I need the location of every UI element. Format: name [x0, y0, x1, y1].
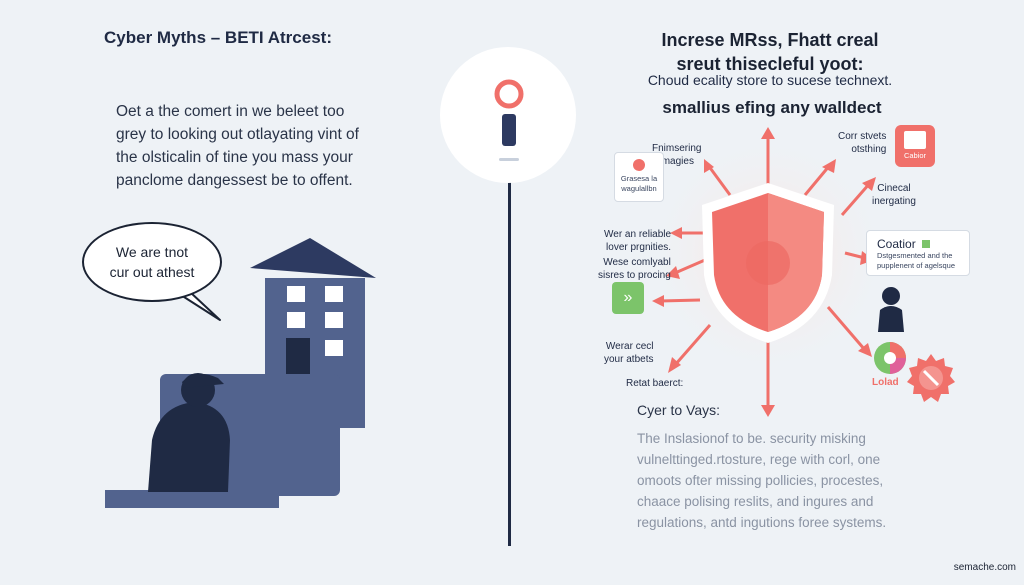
label-line: Cinecal [877, 183, 911, 194]
label-line: lover prgnities. [606, 242, 672, 253]
ways-title: Cyer to Vays: [637, 402, 720, 418]
ways-line: vulnelttinged.rtosture, rege with corl, … [637, 452, 881, 467]
left-paragraph: Oet a the comert in we beleet too grey t… [116, 100, 386, 192]
card-line: Grasesa la [620, 174, 658, 183]
label-line: imagies [659, 156, 694, 167]
label-line: Wese comlyabl [603, 257, 671, 268]
document-card-label: Cabior [903, 151, 927, 160]
left-paragraph-line: grey to looking out otlayating vint of [116, 126, 359, 143]
label-line: sisres to procing [598, 270, 671, 281]
right-title: Increse MRss, Fhatt creal sreut thisecle… [600, 28, 940, 76]
shield-emblem [746, 241, 790, 285]
center-divider-line [508, 180, 511, 546]
label-line: Fnimsering [652, 143, 702, 154]
left-title: Cyber Myths – BETI Atrcest: [104, 28, 332, 47]
ways-paragraph: The Inslasionof to be. security misking … [637, 428, 927, 533]
bubble-line: cur out athest [109, 264, 195, 280]
label-corr: Corr stvets otsthing [838, 130, 886, 156]
document-icon [904, 131, 926, 149]
bubble-line: We are tnot [115, 244, 189, 260]
right-heading: smallius efing any walldect [662, 98, 882, 117]
shield-highlight [768, 193, 824, 332]
magnifier-icon [494, 79, 524, 161]
ways-line: regulations, antd ingutions foree system… [637, 515, 887, 530]
document-card: Cabior [895, 125, 935, 167]
label-line: your atbets [604, 354, 654, 365]
alert-badge-icon [907, 354, 955, 402]
left-paragraph-line: Oet a the comert in we beleet too [116, 103, 345, 120]
shield-diagram [643, 127, 893, 417]
label-wever: Werar cecl your atbets [604, 340, 653, 366]
left-paragraph-line: the olsticalin of tine you mass your [116, 149, 353, 166]
check-badge-icon: » [612, 282, 644, 314]
label-comlyabl: Wese comlyabl sisres to procing [598, 256, 671, 282]
laptop-base [105, 490, 279, 508]
diagram-arrows [652, 127, 876, 417]
person-cap [182, 373, 224, 388]
label-line: otsthing [851, 144, 887, 155]
person-body [148, 402, 230, 492]
right-title-line: Increse MRss, Fhatt creal [661, 30, 879, 50]
coation-card: Coatior Dstgesmented and the pupplenent … [866, 230, 970, 276]
label-lolad: Lolad [872, 377, 899, 388]
roof-shape [250, 238, 376, 278]
footer-site-name[interactable]: semache.com [953, 562, 1016, 573]
label-retat: Retat baerct: [626, 378, 684, 389]
green-square-icon [921, 240, 930, 248]
label-frimsering: Fnimsering imagies [652, 142, 701, 168]
building-windows [287, 286, 343, 356]
hacker-icon [878, 287, 904, 332]
label-line: Werar cecl [605, 341, 654, 352]
label-line: Corr stvets [838, 131, 887, 142]
card-line: pupplenent of agelsque [877, 261, 955, 270]
speech-bubble: We are tnot cur out athest [82, 222, 222, 302]
building-person-illustration [105, 238, 376, 508]
building-door [286, 338, 310, 374]
ways-line: chaace polising reslits, and ingures and [637, 494, 874, 509]
label-line: inergating [872, 196, 916, 207]
color-wheel-icon [874, 342, 906, 374]
left-paragraph-line: panclome dangessest be to offent. [116, 172, 353, 189]
ways-line: The Inslasionof to be. security misking [637, 431, 866, 446]
location-pin-icon [633, 159, 645, 171]
card-line: wagulallbn [621, 184, 657, 193]
label-reliable: Wer an reliable lover prgnities. [604, 228, 671, 254]
label-line: Wer an reliable [604, 229, 672, 240]
right-subtitle: Choud ecality store to sucese technext. [647, 72, 893, 88]
card-line: Dstgesmented and the [877, 251, 953, 260]
location-card: Grasesa la wagulallbn [614, 152, 664, 202]
right-title-line: sreut thisecleful yoot: [676, 54, 864, 74]
coation-title: Coatior [877, 237, 916, 251]
ways-line: omoots ofter missing pollicies, proceste… [637, 473, 884, 488]
label-cinecal: Cinecal inergating [872, 182, 916, 208]
